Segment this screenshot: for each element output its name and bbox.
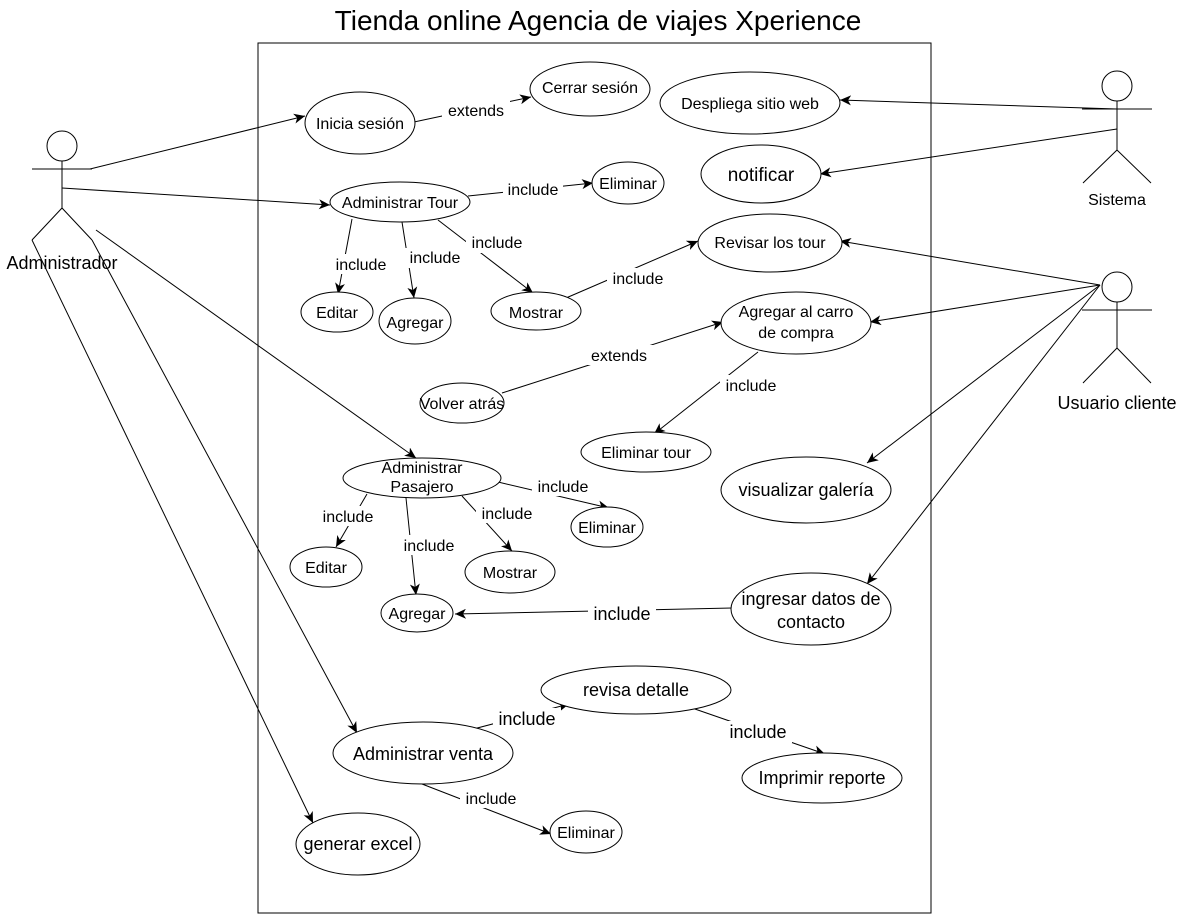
use-case-cerrar-sesion[interactable]: Cerrar sesión (529, 61, 651, 117)
use-case-label: Eliminar (599, 176, 657, 193)
label-include-carro-eliminar: include (726, 378, 777, 395)
use-case-revisa-detalle[interactable]: revisa detalle (540, 665, 732, 715)
use-case-label: Editar (316, 305, 358, 322)
use-case-administrar-pasajero[interactable]: Administrar Pasajero (342, 457, 502, 499)
label-include-venta-revisa: include (498, 709, 555, 729)
use-case-label-line1: ingresar datos de (741, 589, 880, 609)
use-case-imprimir-reporte[interactable]: Imprimir reporte (741, 752, 903, 804)
assoc-admin-administrar-venta (91, 239, 358, 734)
use-case-label: Agregar (387, 315, 445, 332)
use-case-label: Mostrar (483, 565, 538, 582)
use-case-label-line2: Pasajero (390, 479, 453, 496)
use-case-label: Editar (305, 560, 347, 577)
relation-labels: extends include include include include … (317, 100, 792, 808)
label-include-tour-mostrar: include (472, 235, 523, 252)
use-case-ingresar-datos[interactable]: ingresar datos de contacto (730, 572, 892, 646)
label-include-mostrar-revisar: include (613, 271, 664, 288)
label-extends-cerrar: extends (448, 103, 504, 120)
use-case-label: Inicia sesión (316, 116, 404, 133)
use-case-agregar-tour[interactable]: Agregar (378, 297, 452, 345)
actor-label: Sistema (1088, 192, 1146, 209)
actor-usuario-cliente[interactable]: Usuario cliente (1057, 271, 1177, 413)
use-case-label: Administrar venta (353, 744, 494, 764)
use-case-label: notificar (728, 165, 795, 186)
use-case-mostrar-pasajero[interactable]: Mostrar (464, 550, 556, 594)
use-case-volver-atras[interactable]: Volver atrás (419, 382, 505, 424)
use-case-label: Administrar Tour (342, 195, 459, 212)
actor-administrador[interactable]: Administrador (6, 130, 118, 273)
use-case-agregar-carro[interactable]: Agregar al carro de compra (720, 291, 872, 355)
use-case-mostrar-tour[interactable]: Mostrar (490, 291, 582, 331)
use-case-label: Despliega sitio web (681, 96, 819, 113)
use-case-label: revisa detalle (583, 680, 689, 700)
use-case-eliminar-pasajero[interactable]: Eliminar (570, 506, 644, 548)
use-case-inicia-sesion[interactable]: Inicia sesión (304, 91, 416, 155)
use-case-label: Mostrar (509, 305, 564, 322)
actor-head (46, 130, 78, 162)
use-case-label: Eliminar tour (601, 445, 691, 462)
label-include-tour-eliminar: include (508, 182, 559, 199)
use-case-notificar[interactable]: notificar (700, 144, 822, 204)
assoc-sistema-notificar (819, 128, 1118, 178)
assoc-cliente-carro (869, 284, 1101, 326)
actor-sistema[interactable]: Sistema (1082, 70, 1152, 209)
assoc-admin-administrar-tour (61, 187, 331, 210)
use-case-agregar-pasajero[interactable]: Agregar (380, 593, 454, 633)
use-case-editar-tour[interactable]: Editar (300, 291, 374, 333)
label-include-pasajero-editar: include (323, 509, 374, 526)
actor-head (1101, 271, 1133, 303)
use-case-despliega-sitio[interactable]: Despliega sitio web (659, 71, 841, 135)
use-case-label: Volver atrás (420, 396, 504, 413)
rel-carro-eliminar (653, 351, 759, 435)
assoc-cliente-revisar (839, 237, 1101, 286)
use-case-label-line1: Administrar (382, 460, 464, 477)
assoc-cliente-galeria (866, 284, 1101, 464)
use-case-label-line1: Agregar al carro (739, 304, 854, 321)
label-include-tour-editar: include (336, 257, 387, 274)
use-case-generar-excel[interactable]: generar excel (295, 812, 421, 876)
rel-pasajero-mostrar (461, 495, 513, 552)
use-case-label: Eliminar (557, 825, 615, 842)
label-include-revisa-imprimir: include (729, 722, 786, 742)
use-case-label-line2: contacto (777, 612, 845, 632)
use-case-label: Eliminar (578, 520, 636, 537)
use-case-label-line2: de compra (758, 325, 834, 342)
use-case-label: Imprimir reporte (758, 768, 885, 788)
assoc-sistema-despliega (839, 95, 1118, 110)
diagram-title: Tienda online Agencia de viajes Xperienc… (335, 5, 862, 36)
use-case-administrar-tour[interactable]: Administrar Tour (329, 181, 471, 223)
rel-tour-mostrar (437, 219, 534, 294)
use-case-eliminar-tour[interactable]: Eliminar (591, 161, 665, 205)
assoc-admin-generar-excel (31, 239, 314, 824)
use-case-label: Agregar (389, 606, 447, 623)
system-boundary (257, 42, 932, 914)
label-include-pasajero-eliminar: include (538, 479, 589, 496)
use-case-revisar-tours[interactable]: Revisar los tour (697, 213, 843, 273)
use-case-label: generar excel (303, 834, 412, 854)
use-case-label: visualizar galería (738, 480, 874, 500)
use-case-eliminar-tour-carro[interactable]: Eliminar tour (580, 431, 712, 473)
assoc-admin-inicia-sesion (89, 113, 306, 170)
actor-label: Usuario cliente (1057, 393, 1176, 413)
assoc-admin-administrar-pasajero (95, 229, 417, 459)
use-case-eliminar-venta[interactable]: Eliminar (549, 810, 623, 854)
use-case-administrar-venta[interactable]: Administrar venta (332, 721, 514, 785)
label-include-datos-agregar: include (593, 604, 650, 624)
actor-label: Administrador (6, 253, 117, 273)
assoc-cliente-datos (866, 284, 1101, 585)
label-include-tour-agregar: include (410, 250, 461, 267)
use-case-editar-pasajero[interactable]: Editar (289, 546, 363, 588)
use-case-visualizar-galeria[interactable]: visualizar galería (720, 456, 892, 524)
connectors (31, 94, 1118, 835)
use-case-label: Cerrar sesión (542, 80, 638, 97)
rel-venta-eliminar (421, 783, 552, 835)
actor-head (1101, 70, 1133, 102)
use-case-label: Revisar los tour (714, 235, 826, 252)
label-include-venta-eliminar: include (466, 791, 517, 808)
label-extends-volver: extends (591, 348, 647, 365)
label-include-pasajero-mostrar: include (482, 506, 533, 523)
label-include-pasajero-agregar: include (404, 538, 455, 555)
